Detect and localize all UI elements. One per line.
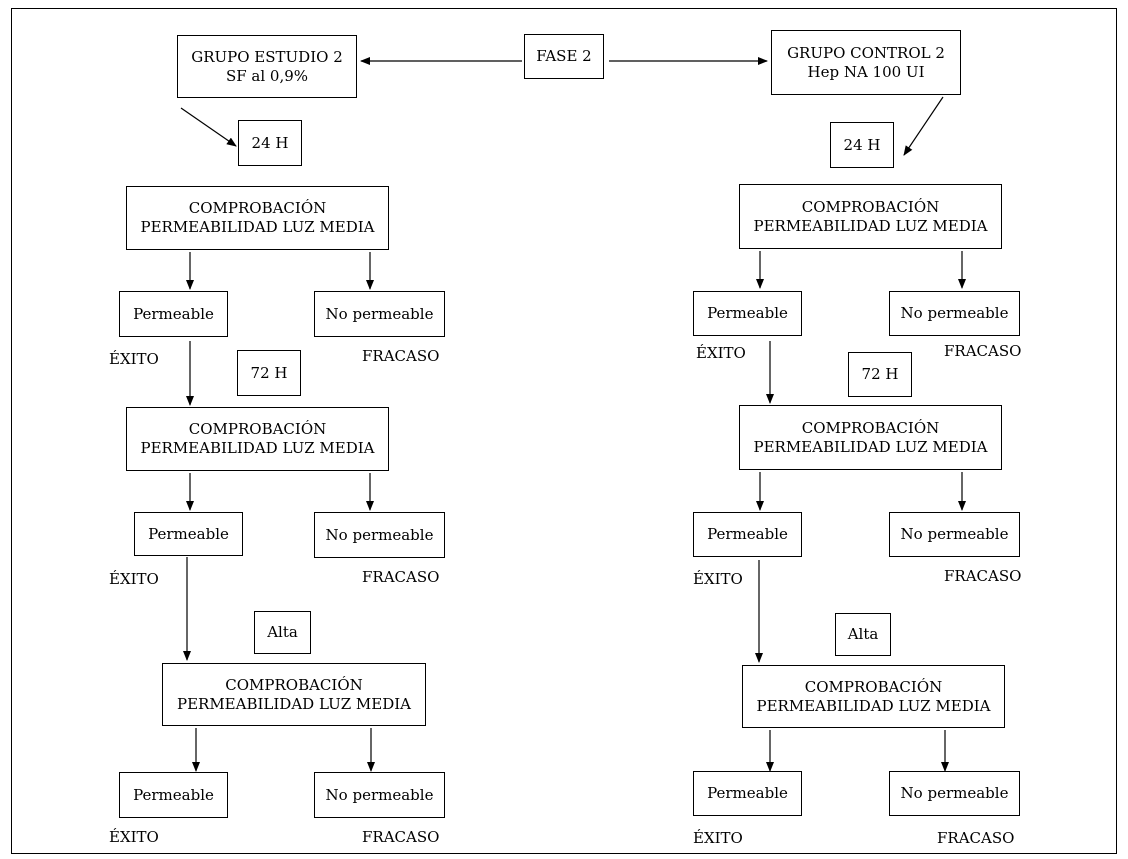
control-not-permeable-box-3: No permeable: [889, 771, 1020, 816]
check-title: COMPROBACIÓN: [225, 675, 363, 694]
check-title: COMPROBACIÓN: [188, 420, 327, 438]
permeable-label: Permeable: [707, 304, 788, 322]
check-title: COMPROBACIÓN: [804, 677, 943, 696]
check-subtitle: PERMEABILIDAD LUZ MEDIA: [140, 439, 375, 457]
permeable-label: Permeable: [133, 785, 214, 804]
control-group-box: GRUPO CONTROL 2 Hep NA 100 UI: [771, 30, 961, 95]
study-not-permeable-box-1: No permeable: [314, 291, 445, 337]
not-permeable-label: No permeable: [900, 304, 1009, 322]
check-title: COMPROBACIÓN: [188, 199, 327, 217]
check-title: COMPROBACIÓN: [801, 197, 940, 216]
study-success-label-3: ÉXITO: [109, 828, 159, 846]
not-permeable-label: No permeable: [325, 785, 434, 804]
study-permeable-box-1: Permeable: [119, 291, 228, 337]
study-failure-label-1: FRACASO: [362, 347, 440, 365]
control-check-box-1: COMPROBACIÓN PERMEABILIDAD LUZ MEDIA: [739, 184, 1002, 249]
not-permeable-label: No permeable: [325, 525, 434, 544]
check-subtitle: PERMEABILIDAD LUZ MEDIA: [753, 437, 988, 456]
control-group-treatment: Hep NA 100 UI: [807, 62, 925, 81]
permeable-label: Permeable: [707, 525, 788, 543]
control-success-label-3: ÉXITO: [693, 829, 743, 847]
check-subtitle: PERMEABILIDAD LUZ MEDIA: [140, 218, 375, 236]
control-check-box-3: COMPROBACIÓN PERMEABILIDAD LUZ MEDIA: [742, 665, 1005, 728]
study-24h-label: 24 H: [251, 133, 289, 152]
control-success-label-1: ÉXITO: [696, 344, 746, 362]
study-discharge-box: Alta: [254, 611, 311, 654]
check-subtitle: PERMEABILIDAD LUZ MEDIA: [753, 216, 988, 235]
study-success-label-1: ÉXITO: [109, 350, 159, 368]
diagram-frame: [11, 8, 1117, 854]
control-check-box-2: COMPROBACIÓN PERMEABILIDAD LUZ MEDIA: [739, 405, 1002, 470]
permeable-label: Permeable: [707, 784, 788, 802]
check-subtitle: PERMEABILIDAD LUZ MEDIA: [176, 694, 412, 713]
control-failure-label-3: FRACASO: [937, 829, 1015, 847]
study-permeable-box-3: Permeable: [119, 772, 228, 818]
control-group-name: GRUPO CONTROL 2: [787, 43, 945, 62]
control-72h-label: 72 H: [861, 365, 899, 383]
study-not-permeable-box-2: No permeable: [314, 512, 445, 558]
control-permeable-box-2: Permeable: [693, 512, 802, 557]
study-permeable-box-2: Permeable: [134, 512, 243, 556]
study-not-permeable-box-3: No permeable: [314, 772, 445, 818]
permeable-label: Permeable: [148, 524, 229, 543]
study-24h-box: 24 H: [238, 120, 302, 166]
study-72h-label: 72 H: [250, 363, 288, 382]
study-72h-box: 72 H: [237, 350, 301, 396]
control-permeable-box-1: Permeable: [693, 291, 802, 336]
control-discharge-label: Alta: [847, 625, 879, 643]
check-title: COMPROBACIÓN: [801, 418, 940, 437]
not-permeable-label: No permeable: [900, 525, 1009, 543]
study-group-treatment: SF al 0,9%: [225, 66, 309, 85]
study-failure-label-2: FRACASO: [362, 568, 440, 586]
study-check-box-1: COMPROBACIÓN PERMEABILIDAD LUZ MEDIA: [126, 186, 389, 250]
study-discharge-label: Alta: [267, 623, 298, 641]
phase-label: FASE 2: [536, 47, 592, 65]
control-failure-label-2: FRACASO: [944, 567, 1022, 585]
control-discharge-box: Alta: [835, 613, 891, 656]
study-group-name: GRUPO ESTUDIO 2: [191, 47, 343, 66]
not-permeable-label: No permeable: [900, 784, 1009, 802]
control-24h-label: 24 H: [843, 135, 881, 154]
study-check-box-3: COMPROBACIÓN PERMEABILIDAD LUZ MEDIA: [162, 663, 426, 726]
control-24h-box: 24 H: [830, 122, 894, 168]
study-group-box: GRUPO ESTUDIO 2 SF al 0,9%: [177, 35, 357, 98]
study-check-box-2: COMPROBACIÓN PERMEABILIDAD LUZ MEDIA: [126, 407, 389, 471]
control-not-permeable-box-1: No permeable: [889, 291, 1020, 336]
check-subtitle: PERMEABILIDAD LUZ MEDIA: [756, 696, 991, 715]
control-not-permeable-box-2: No permeable: [889, 512, 1020, 557]
permeable-label: Permeable: [133, 304, 214, 323]
control-permeable-box-3: Permeable: [693, 771, 802, 816]
study-failure-label-3: FRACASO: [362, 828, 440, 846]
control-72h-box: 72 H: [848, 352, 912, 397]
control-failure-label-1: FRACASO: [944, 342, 1022, 360]
not-permeable-label: No permeable: [325, 304, 434, 323]
control-success-label-2: ÉXITO: [693, 570, 743, 588]
phase-box: FASE 2: [524, 34, 604, 79]
study-success-label-2: ÉXITO: [109, 570, 159, 588]
